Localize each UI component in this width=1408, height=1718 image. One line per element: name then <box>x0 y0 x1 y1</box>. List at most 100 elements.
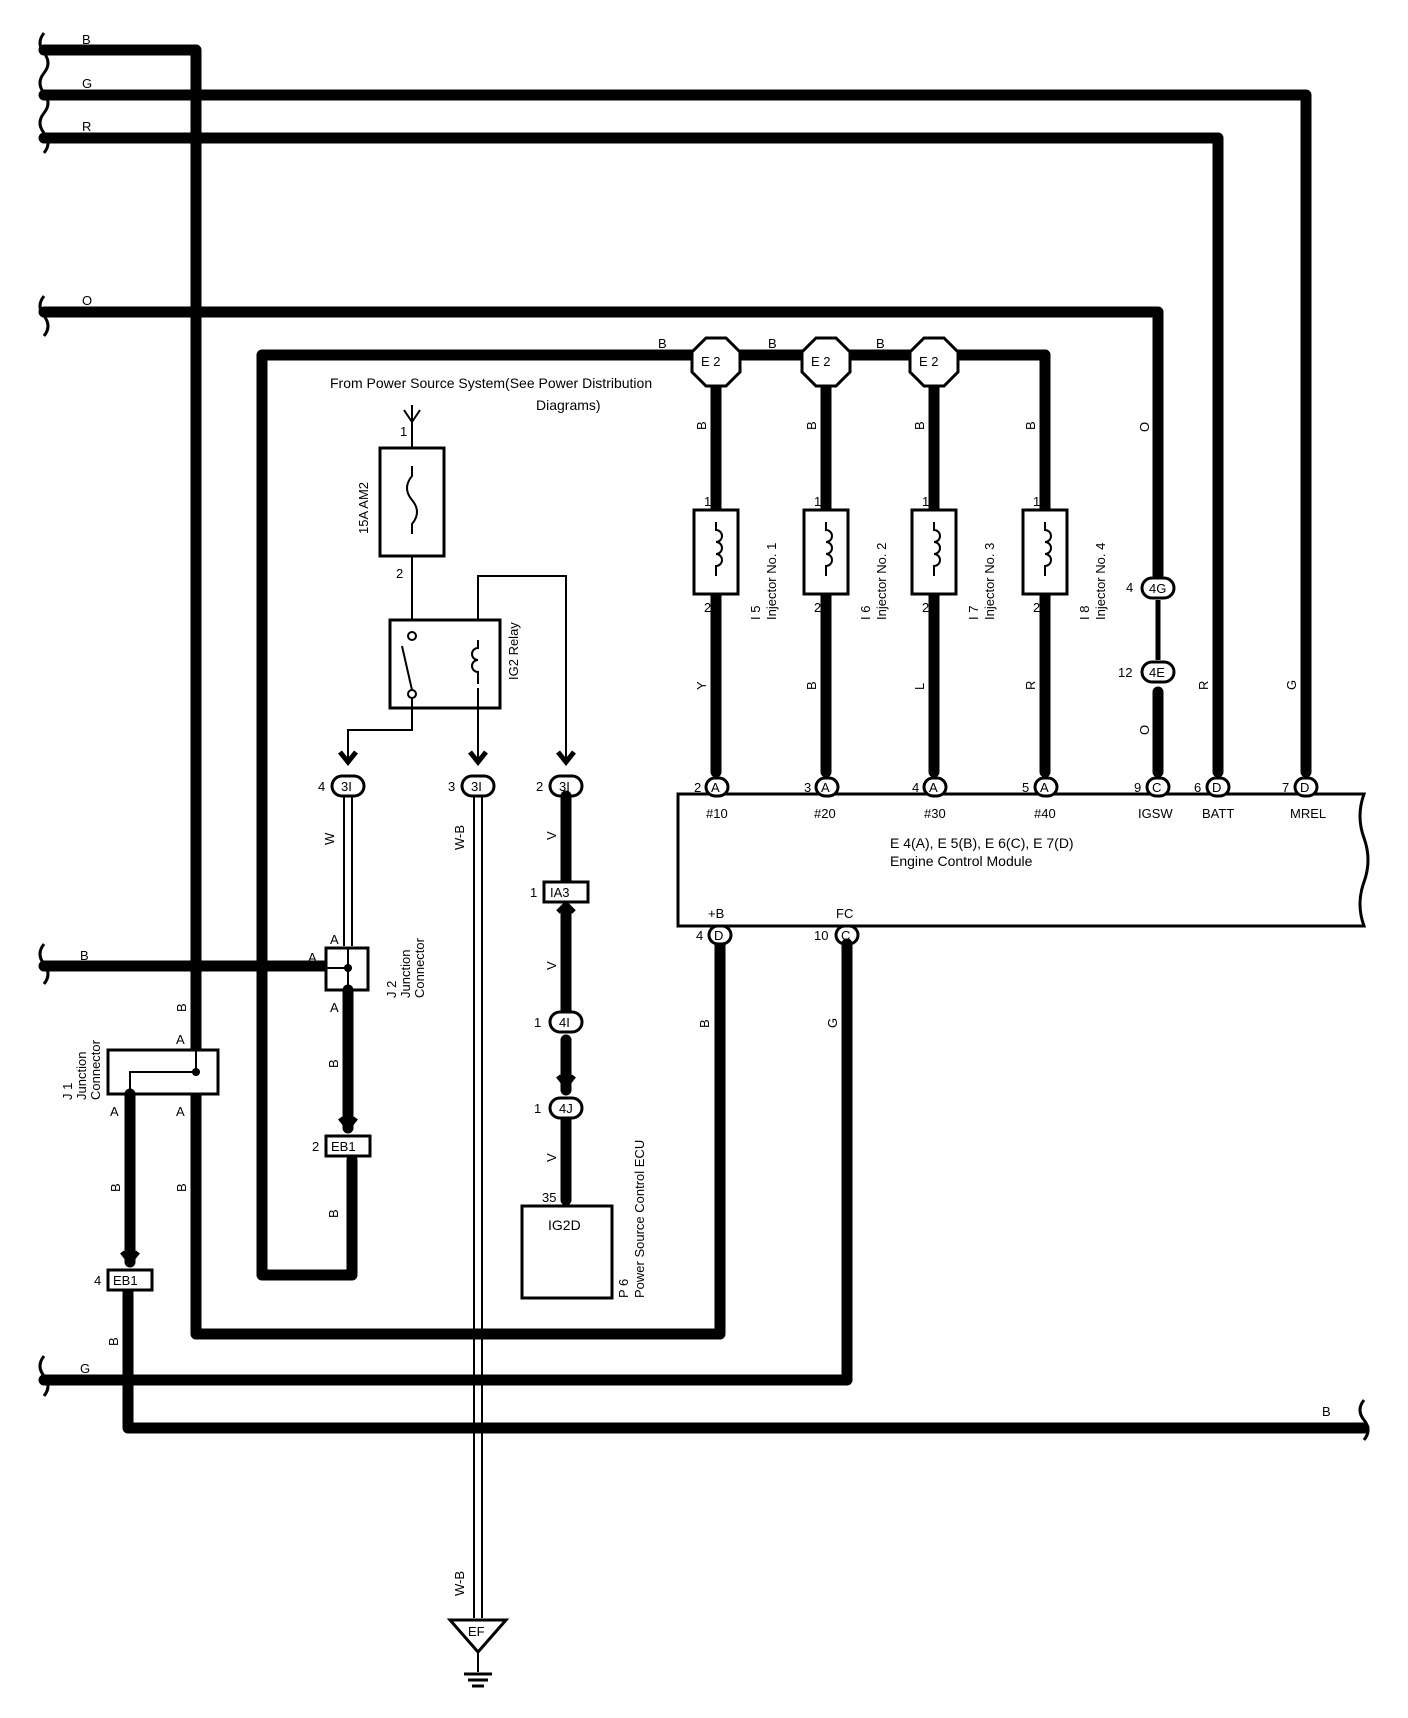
injector-4: 1 2 Injector No. 4 I 8 <box>1021 494 1108 620</box>
svg-text:2: 2 <box>312 1139 319 1154</box>
wire-top-b <box>38 44 726 1340</box>
svg-text:4G: 4G <box>1149 581 1166 596</box>
injector-1: 1 2 Injector No. 1 I 5 <box>692 494 779 620</box>
svg-text:2: 2 <box>694 780 701 795</box>
wire-label-w: W <box>322 832 337 845</box>
svg-text:D: D <box>714 928 723 943</box>
svg-text:EB1: EB1 <box>113 1273 138 1288</box>
svg-text:D: D <box>1300 780 1309 795</box>
svg-text:4: 4 <box>318 779 325 794</box>
svg-text:D: D <box>1212 780 1221 795</box>
connector-3i-1: 3I 4 <box>318 750 366 798</box>
svg-text:E 2: E 2 <box>811 354 831 369</box>
connector-4e: 4E 12 <box>1118 660 1176 684</box>
svg-text:C: C <box>841 928 850 943</box>
junction-connector-j2: A A A J 2 Junction Connector <box>308 932 427 1015</box>
svg-text:1: 1 <box>534 1015 541 1030</box>
svg-text:BATT: BATT <box>1202 806 1234 821</box>
wire-label-j1-right: B <box>174 1183 189 1192</box>
wire-label-o-upper: O <box>1137 422 1152 432</box>
svg-text:3I: 3I <box>341 779 352 794</box>
svg-text:J 2: J 2 <box>384 981 399 998</box>
ecm-pin-40: A 5 #40 <box>1022 776 1059 821</box>
svg-text:1: 1 <box>814 494 821 509</box>
svg-text:IGSW: IGSW <box>1138 806 1173 821</box>
wire-label-inj2-bot: B <box>804 681 819 690</box>
svg-text:5: 5 <box>1022 780 1029 795</box>
wire-label-v2: V <box>544 961 559 970</box>
wire-label-wb: W-B <box>452 825 467 850</box>
ground-ef: EF <box>446 1618 510 1688</box>
junction-connector-j1: A A A J 1 Junction Connector <box>60 1032 220 1119</box>
svg-text:#40: #40 <box>1034 806 1056 821</box>
svg-text:2: 2 <box>536 779 543 794</box>
svg-text:A: A <box>176 1104 185 1119</box>
svg-text:1: 1 <box>534 1101 541 1116</box>
svg-text:Power Source Control ECU: Power Source Control ECU <box>632 1140 647 1298</box>
fuse-am2: 1 2 15A AM2 <box>356 424 446 581</box>
wire-label-j1-b-top: B <box>174 1003 189 1012</box>
svg-text:1: 1 <box>530 885 537 900</box>
connector-eb1-mid: EB1 2 <box>312 1134 372 1158</box>
svg-text:3: 3 <box>448 779 455 794</box>
ecm-subtitle: Engine Control Module <box>890 853 1033 869</box>
injector-3: 1 2 Injector No. 3 I 7 <box>910 494 997 620</box>
ecm-pin-mrel: D 7 MREL <box>1282 776 1326 821</box>
svg-text:Injector No. 2: Injector No. 2 <box>874 543 889 620</box>
svg-text:3: 3 <box>804 780 811 795</box>
svg-text:3I: 3I <box>559 779 570 794</box>
svg-text:EF: EF <box>468 1624 485 1639</box>
power-source-control-ecu: IG2D 35 P 6 Power Source Control ECU <box>520 1140 647 1300</box>
ecm-title: E 4(A), E 5(B), E 6(C), E 7(D) <box>890 835 1074 851</box>
svg-text:1: 1 <box>400 424 407 439</box>
svg-text:A: A <box>929 780 938 795</box>
wire-label-e2-b3: B <box>876 336 885 351</box>
svg-text:2: 2 <box>1033 600 1040 615</box>
connector-4i: 4I 1 <box>534 1010 584 1034</box>
svg-text:Injector No. 1: Injector No. 1 <box>764 543 779 620</box>
ecm-pin-plus-b: D 4 +B <box>696 906 733 946</box>
svg-text:MREL: MREL <box>1290 806 1326 821</box>
svg-text:#10: #10 <box>706 806 728 821</box>
svg-text:2: 2 <box>704 600 711 615</box>
svg-text:A: A <box>330 932 339 947</box>
connector-3i-3: 3I 2 <box>536 750 584 798</box>
svg-text:#30: #30 <box>924 806 946 821</box>
ecm-pin-30: A 4 #30 <box>912 776 948 821</box>
connector-4g: 4G 4 <box>1126 576 1176 600</box>
svg-text:Connector: Connector <box>412 937 427 998</box>
svg-text:1: 1 <box>922 494 929 509</box>
svg-text:I 5: I 5 <box>748 606 763 620</box>
wire-bottom-b <box>122 1284 1370 1434</box>
wire-label-j2-below: B <box>326 1059 341 1068</box>
wire-label-left-b-mid: B <box>80 948 89 963</box>
svg-text:4J: 4J <box>559 1101 573 1116</box>
wire-top-g <box>38 89 1312 778</box>
wire-label-inj4-top: B <box>1023 421 1038 430</box>
wire-label-top-b: B <box>82 32 91 47</box>
wire-label-top-o: O <box>82 293 92 308</box>
wire-label-inj3-bot: L <box>912 683 927 690</box>
connector-eb1-left: EB1 4 <box>94 1268 154 1292</box>
wire-label-eb1-right: B <box>326 1209 341 1218</box>
svg-text:4E: 4E <box>1149 665 1165 680</box>
wire-label-mrel: G <box>1284 680 1299 690</box>
e2-connector-2: E 2 <box>800 336 852 388</box>
svg-text:A: A <box>330 1000 339 1015</box>
svg-text:FC: FC <box>836 906 853 921</box>
svg-text:A: A <box>711 780 720 795</box>
svg-text:E 2: E 2 <box>919 354 939 369</box>
wire-label-inj1-top: B <box>694 421 709 430</box>
svg-text:15A AM2: 15A AM2 <box>356 482 371 534</box>
svg-text:IG2 Relay: IG2 Relay <box>506 622 521 680</box>
svg-text:4: 4 <box>1126 580 1133 595</box>
svg-text:IA3: IA3 <box>550 885 570 900</box>
ecm-pin-20: A 3 #20 <box>804 776 840 821</box>
injector-branches <box>710 349 1051 778</box>
svg-text:P 6: P 6 <box>616 1279 631 1298</box>
wire-label-plus-b: B <box>697 1019 712 1028</box>
wire-label-eb1-bottom: B <box>106 1337 121 1346</box>
wire-label-o-lower: O <box>1137 725 1152 735</box>
injector-2: 1 2 Injector No. 2 I 6 <box>802 494 889 620</box>
